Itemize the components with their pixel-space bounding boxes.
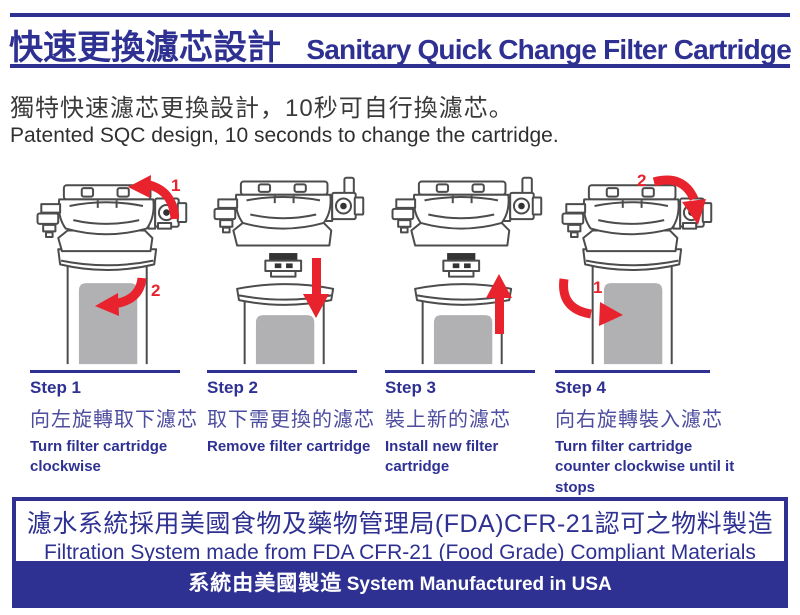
page-title-zh: 快速更換濾芯設計 xyxy=(9,29,281,67)
made-in-usa-en: System Manufactured in USA xyxy=(346,574,612,595)
header-bottom-rule xyxy=(10,64,790,68)
header-top-rule xyxy=(10,13,790,17)
fda-compliance-inner-box: 濾水系統採用美國食物及藥物管理局(FDA)CFR-21認可之物料製造 Filtr… xyxy=(16,501,784,564)
step-1-caption-zh: 向左旋轉取下濾芯 xyxy=(30,409,198,431)
step-4-caption-zh: 向右旋轉裝入濾芯 xyxy=(555,409,723,431)
arrow-number-label: 1 xyxy=(171,176,181,195)
step-1-illustration: 1 2 xyxy=(30,170,190,370)
up-arrow-icon xyxy=(486,274,512,334)
step-1-divider xyxy=(30,370,180,373)
step-2-illustration xyxy=(207,170,367,370)
step-2-divider xyxy=(207,370,357,373)
step-4-label: Step 4 xyxy=(555,378,607,397)
step-2-label: Step 2 xyxy=(207,378,259,397)
step-3-illustration xyxy=(385,170,545,370)
rotate-left-arrow-icon xyxy=(95,277,146,316)
step-2-caption-en: Remove filter cartridge xyxy=(207,438,371,455)
step-4-column: 1 2 Step 4 向右旋轉裝入濾芯 Turn filter cartridg… xyxy=(555,170,750,498)
step-1-label: Step 1 xyxy=(30,378,82,397)
fda-compliance-box: 濾水系統採用美國食物及藥物管理局(FDA)CFR-21認可之物料製造 Filtr… xyxy=(12,497,788,608)
rotate-counterclockwise-arrow-icon xyxy=(128,175,179,220)
fda-text-en: Filtration System made from FDA CFR-21 (… xyxy=(44,541,756,564)
arrow-number-label: 2 xyxy=(151,281,161,300)
step-2-column: Step 2 取下需更換的濾芯 Remove filter cartridge xyxy=(207,170,379,457)
filter-detached-drawing xyxy=(207,170,367,370)
fda-text-zh: 濾水系統採用美國食物及藥物管理局(FDA)CFR-21認可之物料製造 xyxy=(26,510,774,538)
step-1-column: 1 2 Step 1 向左旋轉取下濾芯 Turn filter cartridg… xyxy=(30,170,202,478)
made-in-usa-banner: 系統由美國製造 System Manufactured in USA xyxy=(12,567,788,597)
step-4-divider xyxy=(555,370,710,373)
page-title-en: Sanitary Quick Change Filter Cartridge xyxy=(306,34,791,65)
step-3-caption-zh: 裝上新的濾芯 xyxy=(385,409,511,431)
step-2-caption-zh: 取下需更換的濾芯 xyxy=(207,409,375,431)
down-arrow-icon xyxy=(303,258,329,318)
filter-detached-drawing xyxy=(385,170,545,370)
step-3-divider xyxy=(385,370,535,373)
step-3-label: Step 3 xyxy=(385,378,437,397)
intro-text-zh: 獨特快速濾芯更換設計，10秒可自行換濾芯。 xyxy=(10,95,514,122)
arrow-number-label: 2 xyxy=(637,171,647,190)
arrow-number-label: 1 xyxy=(593,278,603,297)
rotate-right-arrow-icon xyxy=(559,278,623,326)
step-4-caption-en: Turn filter cartridge counter clockwise … xyxy=(555,438,735,496)
rotate-clockwise-arrow-icon xyxy=(652,175,706,225)
step-4-illustration: 1 2 xyxy=(555,170,715,370)
step-3-caption-en: Install new filter cartridge xyxy=(385,438,499,476)
intro-text-en: Patented SQC design, 10 seconds to chang… xyxy=(10,124,559,147)
made-in-usa-zh: 系統由美國製造 xyxy=(188,572,343,595)
step-1-caption-en: Turn filter cartridge clockwise xyxy=(30,438,168,476)
filter-assembled-drawing xyxy=(555,170,715,370)
page-title: 快速更換濾芯設計 Sanitary Quick Change Filter Ca… xyxy=(9,20,792,69)
step-3-column: Step 3 裝上新的濾芯 Install new filter cartrid… xyxy=(385,170,557,478)
